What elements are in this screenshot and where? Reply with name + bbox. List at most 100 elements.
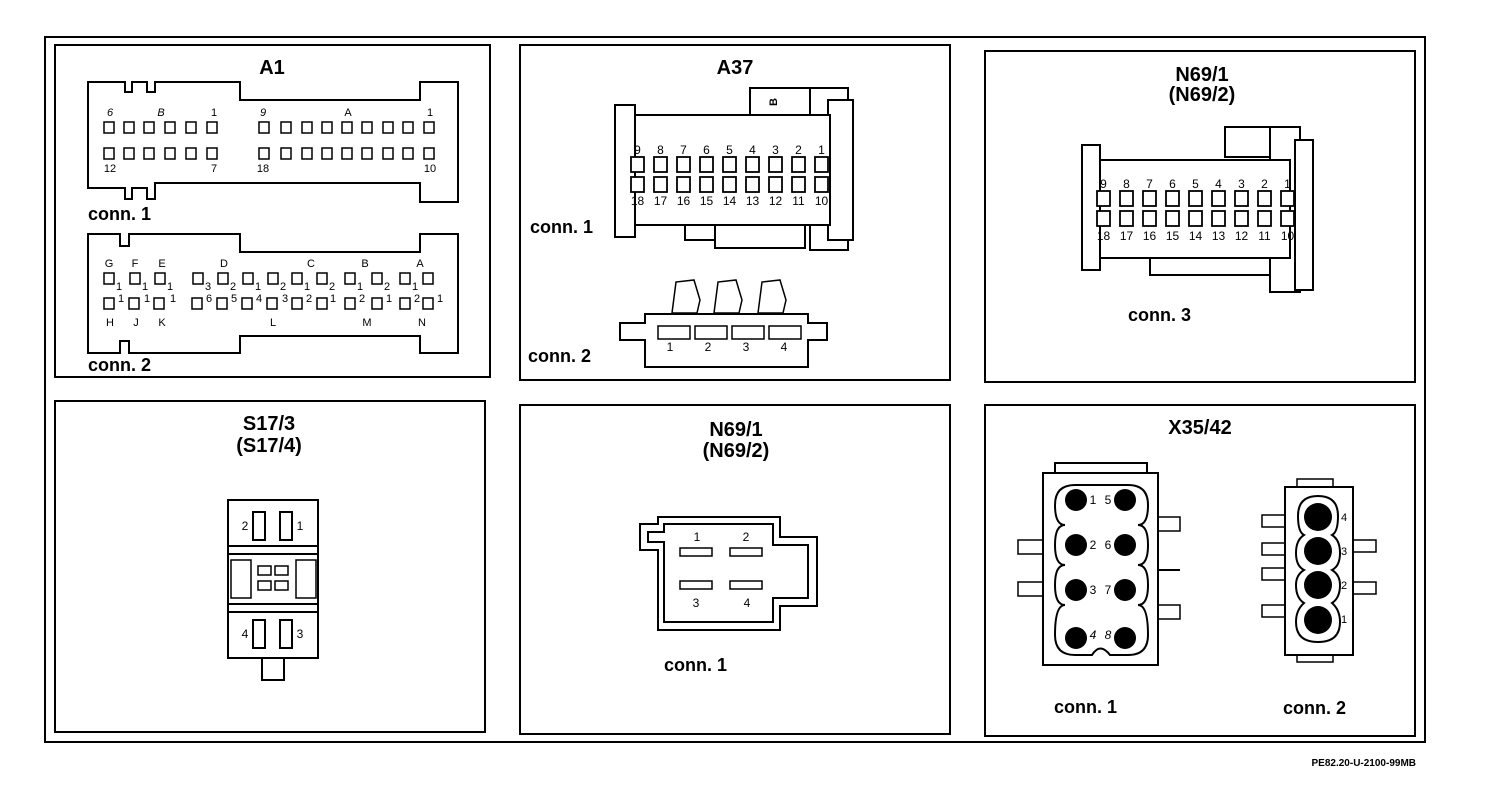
- pin-label: 10: [815, 194, 829, 208]
- a1-conn1-sockets: [103, 121, 435, 160]
- pin-label: 3: [693, 596, 700, 610]
- pin-socket: [185, 121, 197, 134]
- x35-conn1-housing: [1017, 462, 1181, 666]
- pin-label: 5: [726, 143, 733, 157]
- pin-socket: [722, 156, 737, 173]
- panel-a1: A1 6 B 1 9 A 1 12 7 18 10 conn. 1 G F E …: [54, 44, 491, 378]
- panel-title: A1: [259, 57, 285, 79]
- pin-label: 13: [1212, 229, 1226, 243]
- pin-label: 2: [242, 519, 249, 533]
- pin-label: 6: [107, 107, 114, 119]
- panel-title: A37: [717, 57, 754, 79]
- pin-socket: [291, 297, 303, 310]
- pin-socket: [1119, 190, 1134, 207]
- pin-label: 6: [1105, 538, 1112, 552]
- pin-label: 2: [230, 281, 236, 293]
- pin-socket: [676, 176, 691, 193]
- pin-socket: [1096, 210, 1111, 227]
- pin-label: 3: [1090, 583, 1097, 597]
- pin-label: 1: [1090, 493, 1097, 507]
- pin-label: 7: [211, 163, 217, 175]
- pin-socket: [1304, 606, 1332, 634]
- pin-label: 2: [743, 530, 750, 544]
- pin-label: 12: [104, 163, 116, 175]
- pin-socket: [791, 156, 806, 173]
- pin-socket: [423, 121, 435, 134]
- pin-socket: [745, 156, 760, 173]
- pin-socket: [123, 121, 135, 134]
- pin-socket: [128, 297, 140, 310]
- pin-socket: [185, 147, 197, 160]
- pin-socket: [129, 272, 141, 285]
- pin-label: 9: [260, 107, 266, 119]
- panel-title: N69/1: [709, 419, 762, 441]
- connector-label: conn. 1: [1054, 697, 1117, 717]
- pin-label: 8: [1105, 628, 1112, 642]
- pin-socket: [154, 272, 166, 285]
- pin-label: 1: [386, 293, 392, 305]
- pin-label: 6: [206, 293, 212, 305]
- pin-label: 9: [1100, 177, 1107, 191]
- pin-label: 13: [746, 194, 760, 208]
- pin-label: E: [158, 258, 165, 270]
- panel-title: X35/42: [1168, 417, 1231, 439]
- pin-socket: [676, 156, 691, 173]
- pin-socket: [280, 147, 292, 160]
- pin-label: 2: [705, 340, 712, 354]
- pin-socket: [422, 297, 434, 310]
- connector-label: conn. 3: [1128, 305, 1191, 325]
- pin-label: 4: [749, 143, 756, 157]
- pin-label: 6: [1169, 177, 1176, 191]
- pin-socket: [814, 156, 829, 173]
- pin-label: 2: [280, 281, 286, 293]
- pin-socket: [361, 121, 373, 134]
- pin-label: 1: [667, 340, 674, 354]
- pin-socket: [164, 147, 176, 160]
- pin-socket: [399, 297, 411, 310]
- pin-socket: [1142, 190, 1157, 207]
- pin-socket: [123, 147, 135, 160]
- pin-label: 2: [329, 281, 335, 293]
- pin-label: 4: [1090, 628, 1097, 642]
- pin-label: 3: [743, 340, 750, 354]
- pin-socket: [653, 156, 668, 173]
- a1-conn2-housing: [87, 233, 459, 354]
- pin-label: A: [416, 258, 424, 270]
- pin-label: 15: [1166, 229, 1180, 243]
- pin-label: 1: [427, 107, 433, 119]
- n69-conn3-housing: [1081, 126, 1314, 293]
- pin-socket: [206, 147, 218, 160]
- pin-label: A: [344, 107, 352, 119]
- panel-subtitle: (N69/2): [1169, 84, 1236, 106]
- pin-socket: [103, 272, 115, 285]
- pin-socket: [1188, 210, 1203, 227]
- pin-label: 1: [144, 293, 150, 305]
- a37-conn2-housing: [619, 279, 828, 368]
- a1-conn1-housing: [87, 81, 459, 203]
- pin-label: K: [158, 317, 166, 329]
- pin-socket: [1280, 210, 1295, 227]
- pin-label: 5: [231, 293, 237, 305]
- pin-socket: [399, 272, 411, 285]
- pin-label: 11: [1258, 229, 1271, 243]
- pin-label: 1: [167, 281, 173, 293]
- pin-socket: [1257, 210, 1272, 227]
- pin-label: 2: [306, 293, 312, 305]
- pin-label: 16: [677, 194, 691, 208]
- pin-socket: [1142, 210, 1157, 227]
- pin-socket: [1065, 534, 1087, 556]
- pin-label: 1: [211, 107, 217, 119]
- pin-label: 18: [631, 194, 645, 208]
- pin-label: N: [418, 317, 426, 329]
- pin-label: 14: [1189, 229, 1203, 243]
- pin-socket: [1065, 627, 1087, 649]
- panel-subtitle: (S17/4): [236, 435, 302, 457]
- pin-socket: [423, 147, 435, 160]
- pin-label: 1: [118, 293, 124, 305]
- pin-label: 4: [242, 627, 249, 641]
- pin-label: 7: [680, 143, 687, 157]
- pin-label: B: [157, 107, 164, 119]
- pin-socket: [192, 272, 204, 285]
- pin-label: 12: [1235, 229, 1249, 243]
